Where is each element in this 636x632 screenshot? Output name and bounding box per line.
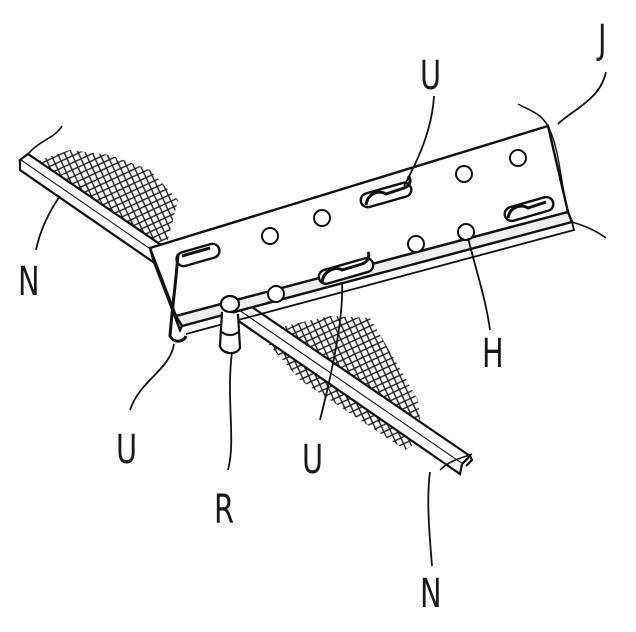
hook-top [364,174,412,206]
hook-right [506,200,547,219]
hole [455,165,473,183]
label-hole-h: H [482,331,504,377]
label-hook-center-u: U [302,437,324,483]
hole [267,285,285,303]
hole [261,227,279,245]
rivet [218,294,242,355]
label-hook-left-u: U [116,427,138,473]
leader-lines [35,71,607,567]
hole [407,235,425,253]
label-mesh-left-n: N [18,259,40,305]
perforated-strip-j [148,103,607,335]
hook-center [320,251,371,283]
mesh-left-panel [30,150,178,244]
hook-left [168,253,188,343]
label-rivet-r: R [214,487,235,533]
hole [457,223,475,241]
label-hook-top-u: U [420,53,442,99]
label-strip-j: J [598,17,607,63]
hole [509,149,527,167]
hole [313,209,331,227]
hooks [168,174,547,343]
holes [261,149,527,303]
label-mesh-bottom-n: N [420,571,442,617]
